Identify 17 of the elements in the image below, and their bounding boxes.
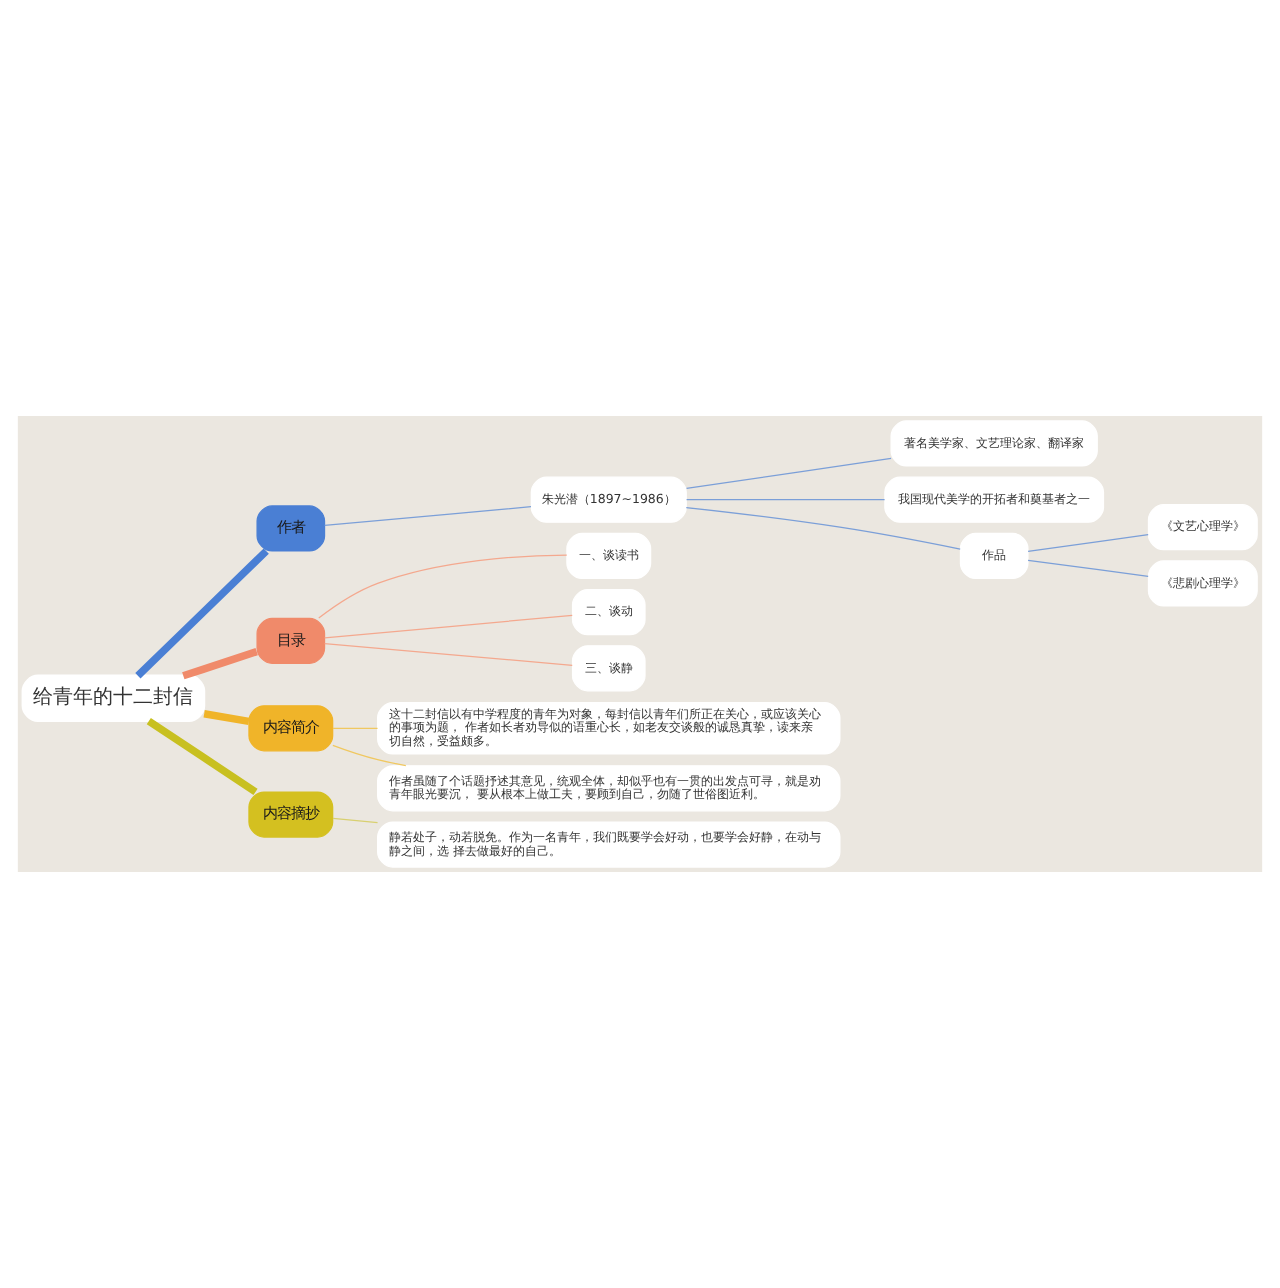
connector xyxy=(324,614,573,639)
node-box: 给青年的十二封信 xyxy=(21,674,206,723)
connector xyxy=(135,548,269,679)
connector xyxy=(182,648,258,680)
connector xyxy=(685,499,886,501)
connector xyxy=(1027,559,1149,577)
connector xyxy=(146,717,258,796)
connector xyxy=(685,506,961,550)
connector xyxy=(318,554,568,619)
connector xyxy=(332,817,379,824)
connector xyxy=(332,744,407,767)
connector xyxy=(332,727,379,729)
connector xyxy=(324,643,573,666)
connector xyxy=(685,457,892,490)
connector xyxy=(203,710,250,726)
connector xyxy=(324,506,532,527)
connector xyxy=(1027,534,1149,552)
